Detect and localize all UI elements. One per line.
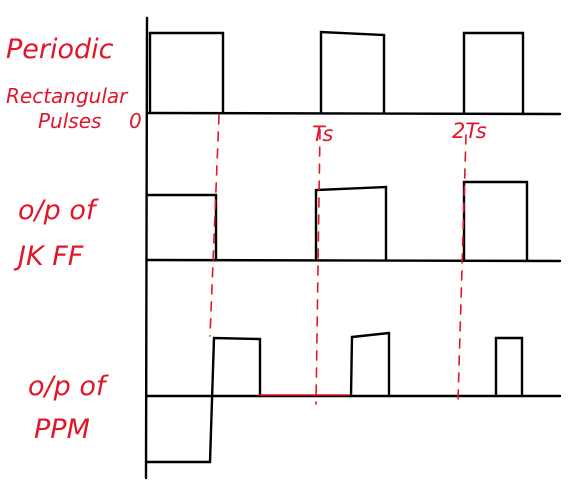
axis-tick-2ts: 2Ts [452,119,487,143]
baseline-periodic-pulses [145,111,562,116]
label-jk-op: o/p of [18,195,99,226]
waveform-jk-ff [145,180,529,262]
label-jk-ff: JK FF [13,241,84,272]
row-jk-ff-output [145,180,562,263]
label-periodic: Periodic [6,34,114,65]
row-ppm-output [145,331,562,464]
baseline-jk-ff [145,258,562,263]
axis-tick-ts: Ts [312,122,333,146]
label-ppm-op: o/p of [28,371,109,402]
label-rectangular: Rectangular [6,84,129,108]
axis-origin-label: 0 [129,109,142,133]
dash-line-2ts [457,134,467,401]
vertical-axis [144,16,149,480]
row-periodic-pulses [145,30,562,116]
pulse-train-periodic [148,30,525,115]
dash-line-ts [315,129,321,405]
alignment-dashes [209,114,467,405]
waveform-ppm [145,331,524,464]
dash-line-origin [209,114,220,337]
label-pulses: Pulses [38,109,101,133]
label-ppm: PPM [34,414,90,445]
